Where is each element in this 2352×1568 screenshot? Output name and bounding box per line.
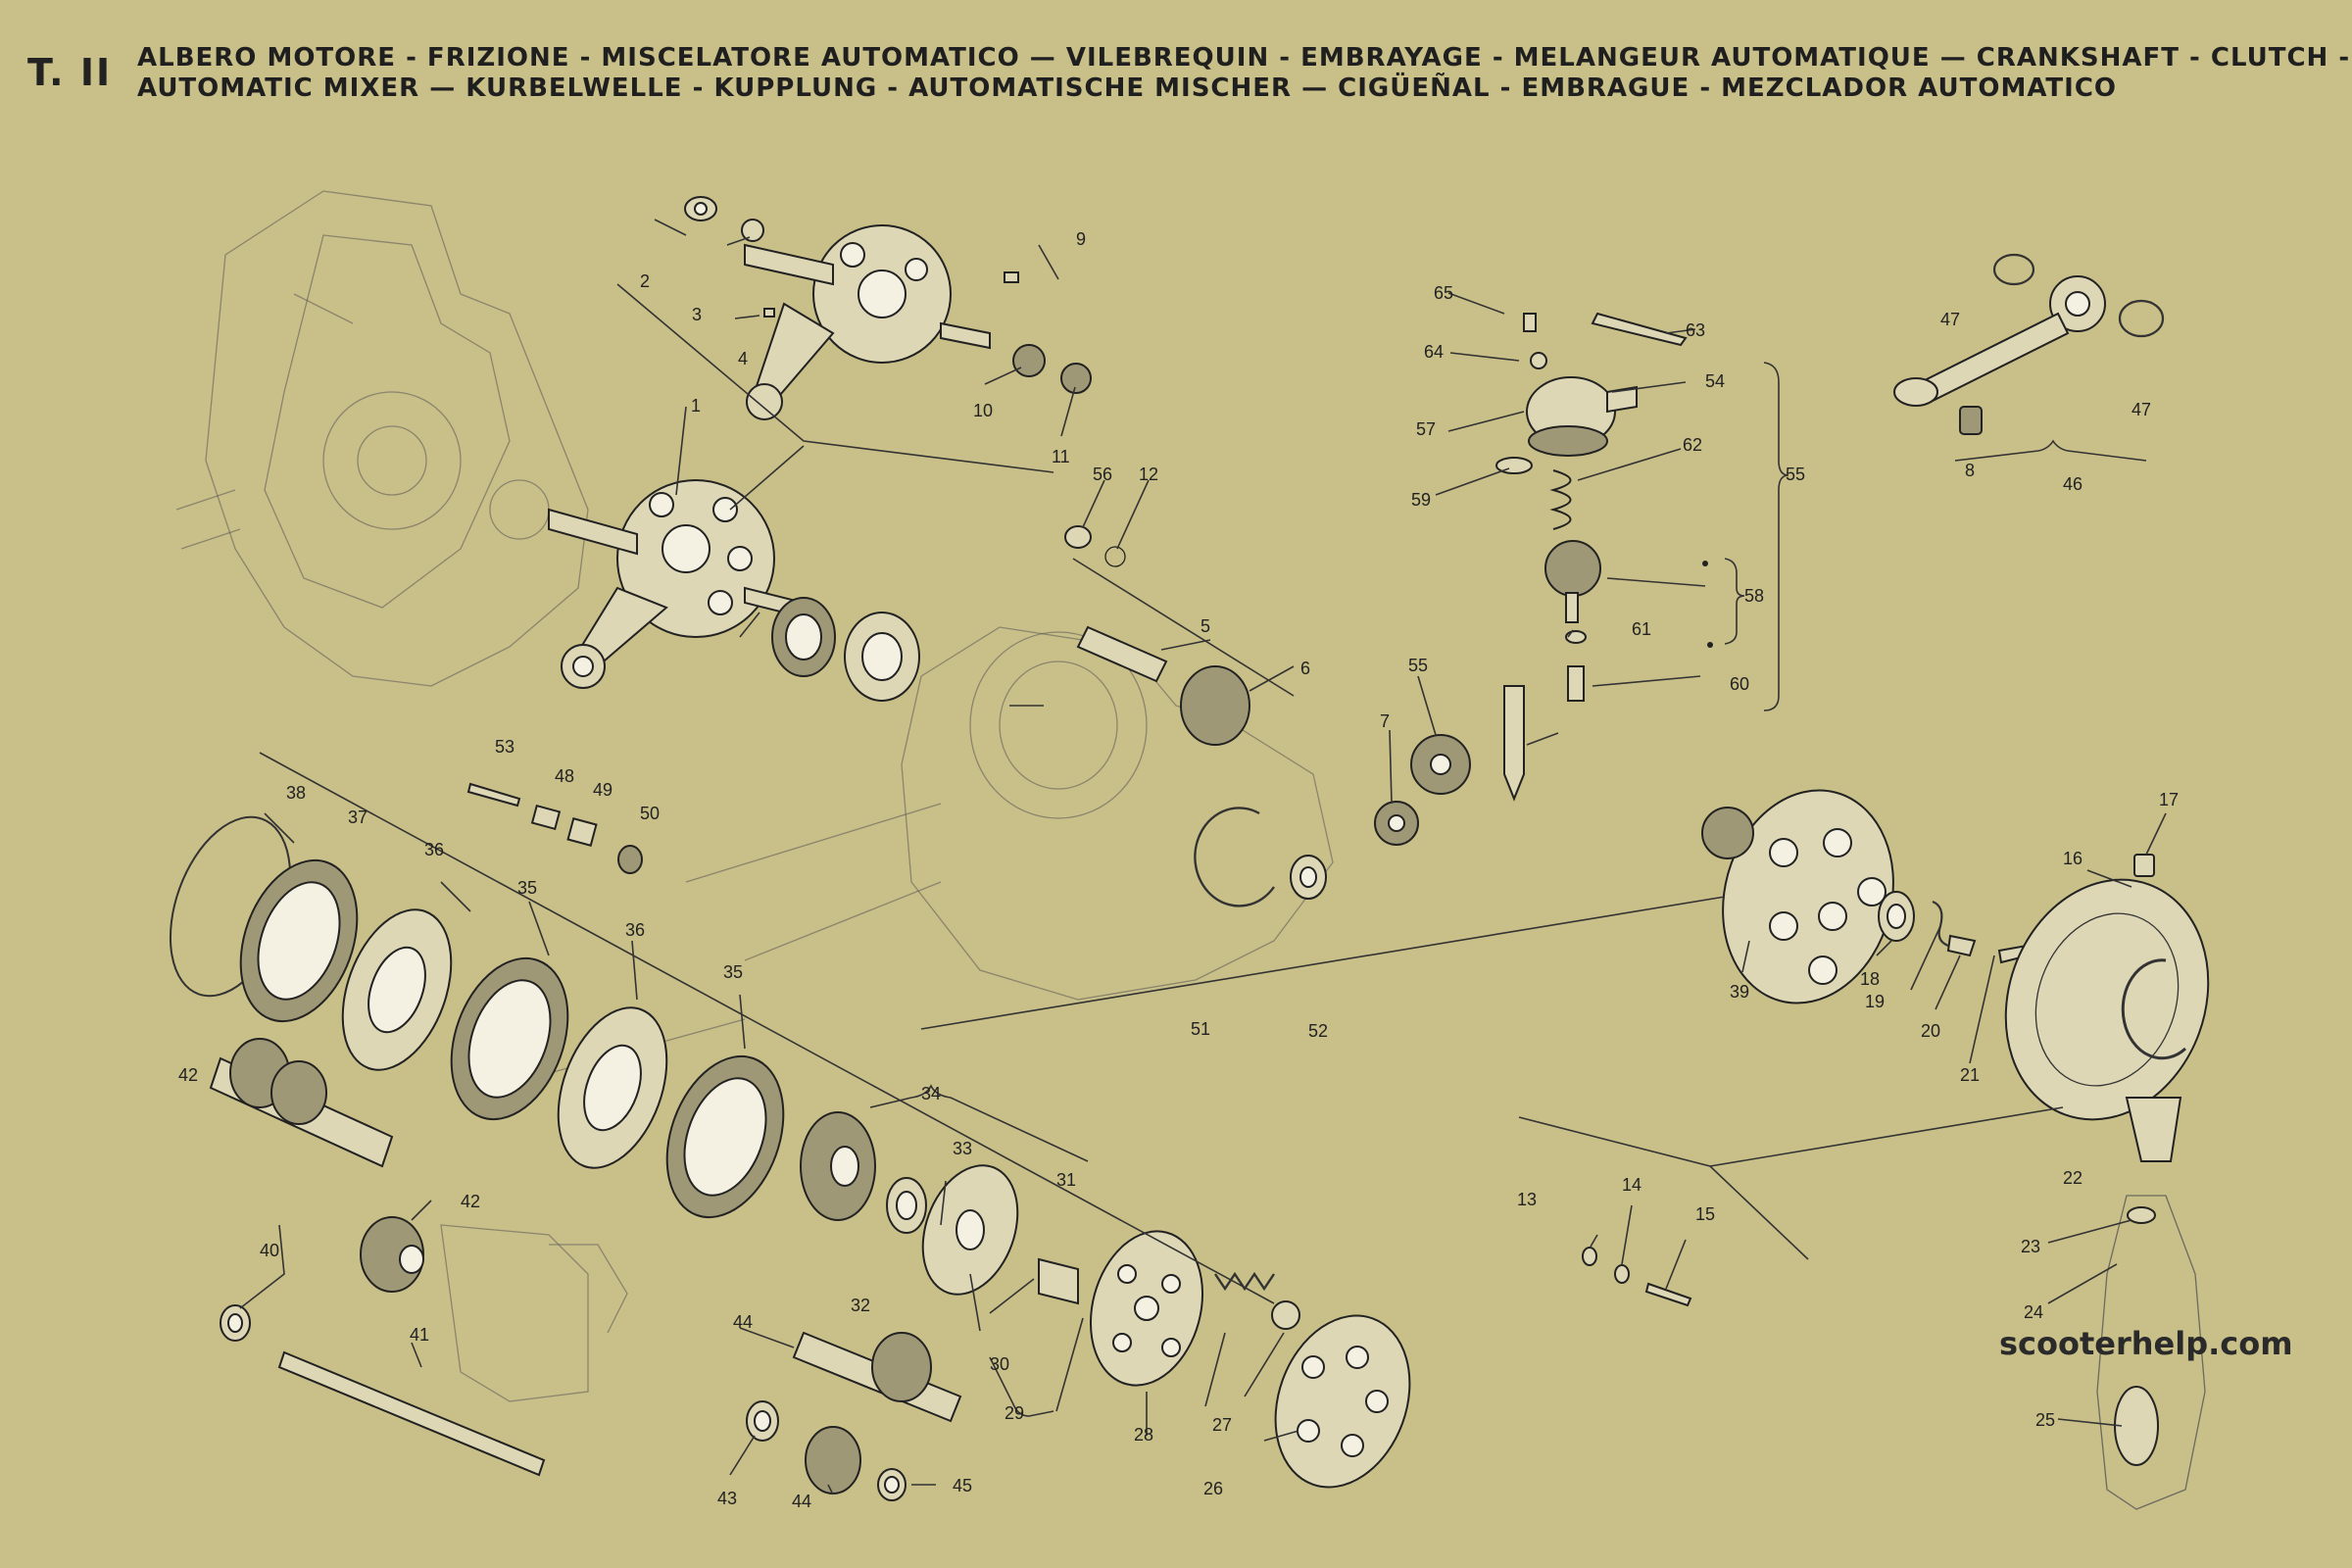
label-p5: 5	[1200, 616, 1210, 636]
label-p40: 40	[260, 1241, 279, 1260]
label-p21: 21	[1960, 1065, 1980, 1085]
leader-lines	[239, 219, 2167, 1495]
pin-and-nuts	[466, 782, 643, 874]
label-p32: 32	[851, 1296, 870, 1315]
label-p23: 23	[2021, 1237, 2040, 1256]
label-p35b: 35	[723, 962, 743, 982]
label-p15: 15	[1695, 1204, 1715, 1224]
label-p1: 1	[691, 396, 701, 416]
shafts-and-bushes	[209, 1038, 962, 1501]
label-p55a: 55	[1786, 465, 1805, 484]
label-p33: 33	[953, 1139, 972, 1158]
label-p61: 61	[1632, 619, 1651, 639]
label-p60: 60	[1730, 674, 1749, 694]
label-p22: 22	[2063, 1168, 2082, 1188]
label-p44a: 44	[733, 1312, 753, 1332]
connecting-rod-assembly	[1893, 253, 2165, 462]
label-p46: 46	[2063, 474, 2082, 494]
label-p57: 57	[1416, 419, 1436, 439]
title-line-1: ALBERO MOTORE - FRIZIONE - MISCELATORE A…	[137, 43, 2351, 73]
label-p20: 20	[1921, 1021, 1940, 1041]
clutch-housing-group	[1089, 1230, 1411, 1489]
label-p27: 27	[1212, 1415, 1232, 1435]
clutch-gear-group	[800, 1111, 1079, 1305]
label-p64: 64	[1424, 342, 1444, 362]
engine-case-left-outline	[175, 190, 589, 687]
label-p65: 65	[1434, 283, 1453, 303]
clutch-cover-group	[2004, 854, 2210, 1510]
label-p36a: 36	[424, 840, 444, 859]
label-p56: 56	[1093, 465, 1112, 484]
label-p45: 45	[953, 1476, 972, 1495]
automatic-mixer-assembly	[1495, 312, 1688, 702]
label-p7: 7	[1380, 711, 1390, 731]
label-p36b: 36	[625, 920, 645, 940]
label-p18: 18	[1860, 969, 1880, 989]
label-p9: 9	[1076, 229, 1086, 249]
label-p14: 14	[1622, 1175, 1642, 1195]
label-p25: 25	[2035, 1410, 2055, 1430]
label-p59: 59	[1411, 490, 1431, 510]
label-p24: 24	[2024, 1302, 2043, 1322]
small-parts-middle	[1064, 525, 1250, 746]
label-p41: 41	[410, 1325, 429, 1345]
label-p48: 48	[555, 766, 574, 786]
label-p42b: 42	[461, 1192, 480, 1211]
clutch-plates	[169, 815, 785, 1219]
label-p13: 13	[1517, 1190, 1537, 1209]
label-p55b: 55	[1408, 656, 1428, 675]
screws-13-15	[1582, 1247, 1692, 1307]
label-p8: 8	[1965, 461, 1975, 480]
label-p19: 19	[1865, 992, 1885, 1011]
label-p44b: 44	[792, 1492, 811, 1511]
label-p50: 50	[640, 804, 660, 823]
label-p11: 11	[1052, 447, 1070, 466]
label-p31: 31	[1056, 1170, 1076, 1190]
label-p47b: 47	[2132, 400, 2151, 419]
label-p6: 6	[1300, 659, 1310, 678]
part-number-labels: 1 2 3 4 5 6 7 8 9 10 11 12 13 14 15 16 1…	[178, 229, 2179, 1511]
label-p63: 63	[1686, 320, 1705, 340]
small-parts-top	[684, 196, 1092, 394]
label-p39: 39	[1730, 982, 1749, 1002]
gears-7-55	[1374, 685, 1525, 846]
label-p47a: 47	[1940, 310, 1960, 329]
title-line-2: AUTOMATIC MIXER — KURBELWELLE - KUPPLUNG…	[137, 74, 2118, 103]
label-p49: 49	[593, 780, 612, 800]
label-p34: 34	[921, 1084, 941, 1103]
label-p38: 38	[286, 783, 306, 803]
diagram-title: ALBERO MOTORE - FRIZIONE - MISCELATORE A…	[137, 43, 2351, 104]
crankshaft-small-view	[744, 224, 991, 420]
label-p52: 52	[1308, 1021, 1328, 1041]
assembly-brackets	[1702, 362, 1789, 711]
label-p16: 16	[2063, 849, 2082, 868]
label-p43: 43	[717, 1489, 737, 1508]
label-p30: 30	[990, 1354, 1009, 1374]
label-p3: 3	[692, 305, 702, 324]
bearing-and-seal	[771, 597, 920, 702]
clutch-drum-group	[1701, 789, 2031, 1004]
label-p62: 62	[1683, 435, 1702, 455]
crankshaft-main	[548, 479, 805, 689]
label-p35a: 35	[517, 878, 537, 898]
label-p42a: 42	[178, 1065, 198, 1085]
watermark: scooterhelp.com	[1999, 1325, 2293, 1362]
label-p28: 28	[1134, 1425, 1153, 1445]
label-p17: 17	[2159, 790, 2179, 809]
label-p4: 4	[738, 349, 748, 368]
label-p29: 29	[1004, 1403, 1024, 1423]
label-p12: 12	[1139, 465, 1158, 484]
label-p51: 51	[1191, 1019, 1210, 1039]
label-p53: 53	[495, 737, 514, 757]
plate-number: T. II	[27, 51, 113, 94]
label-p37: 37	[348, 808, 368, 827]
label-p2: 2	[640, 271, 650, 291]
label-p10: 10	[973, 401, 993, 420]
label-p54: 54	[1705, 371, 1725, 391]
circlip-and-washer	[1194, 807, 1327, 907]
label-p58: 58	[1744, 586, 1764, 606]
label-p26: 26	[1203, 1479, 1223, 1498]
